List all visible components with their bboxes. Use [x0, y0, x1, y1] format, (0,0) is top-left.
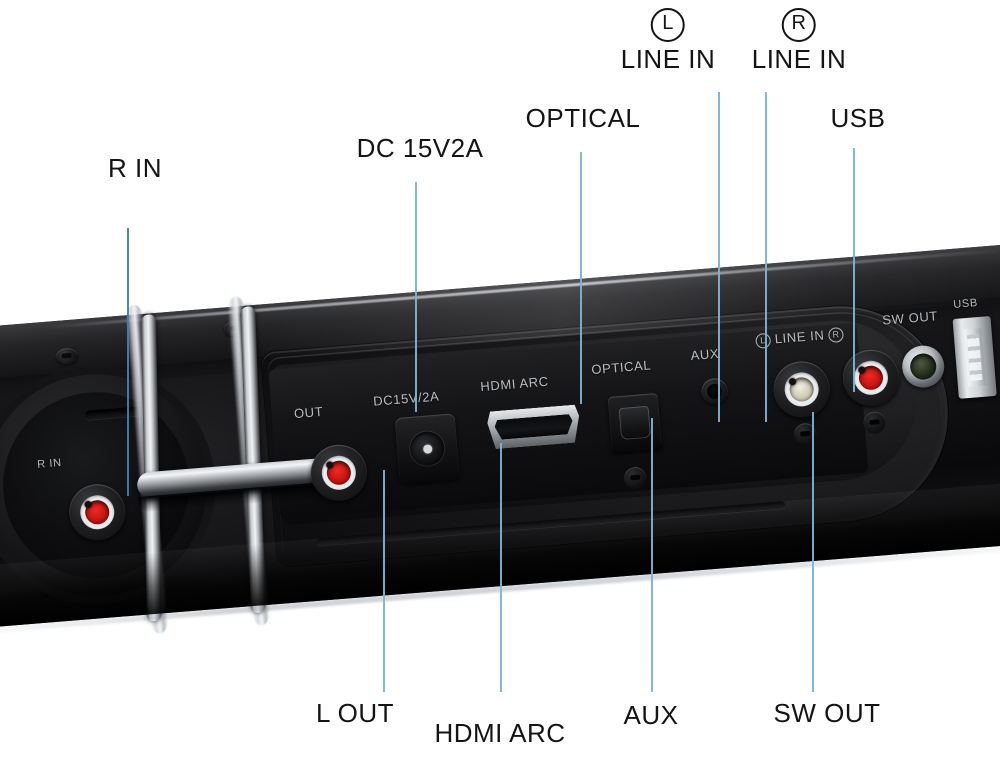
optical-spdif-port[interactable] [607, 392, 662, 453]
silk-usb: USB [952, 297, 979, 311]
silk-aux: AUX [690, 345, 720, 364]
callout-dc: DC 15V2A [356, 133, 484, 163]
leader-line-sw-out [812, 412, 814, 692]
callout-aux: AUX [623, 700, 679, 730]
channel-badge-l: L [651, 8, 685, 42]
callout-line-in-l-label: LINE IN [620, 44, 716, 74]
callout-optical: OPTICAL [525, 103, 641, 133]
silk-line-in-label: LINE IN [774, 327, 825, 347]
callout-sw-out: SW OUT [773, 698, 881, 728]
dc-power-jack[interactable] [394, 413, 460, 484]
leader-line-hdmi-arc [500, 443, 502, 692]
leader-line-optical [580, 152, 582, 404]
silk-line-in-l-mark: L [755, 332, 772, 349]
callout-usb: USB [830, 103, 886, 133]
callout-line-in-l: L LINE IN [621, 8, 716, 73]
silk-r-in: R IN [36, 457, 63, 471]
callout-r-in: R IN [108, 153, 162, 183]
leader-line-aux [651, 418, 653, 692]
channel-badge-r: R [782, 8, 816, 42]
leader-line-dc [415, 182, 417, 412]
leader-line-line-in-r [765, 92, 767, 422]
leader-line-l-out [383, 470, 385, 692]
silk-l-out: OUT [293, 403, 324, 422]
silk-line-in-r-mark: R [828, 326, 845, 344]
callout-line-in-r-label: LINE IN [751, 44, 847, 74]
leader-line-usb [853, 148, 855, 392]
callout-line-in-r: R LINE IN [752, 8, 847, 73]
callout-l-out: L OUT [315, 698, 395, 728]
callout-hdmi-arc: HDMI ARC [434, 718, 566, 748]
leader-line-r-in [127, 228, 129, 496]
leader-line-line-in-l [718, 92, 720, 422]
usb-port[interactable] [952, 316, 997, 399]
